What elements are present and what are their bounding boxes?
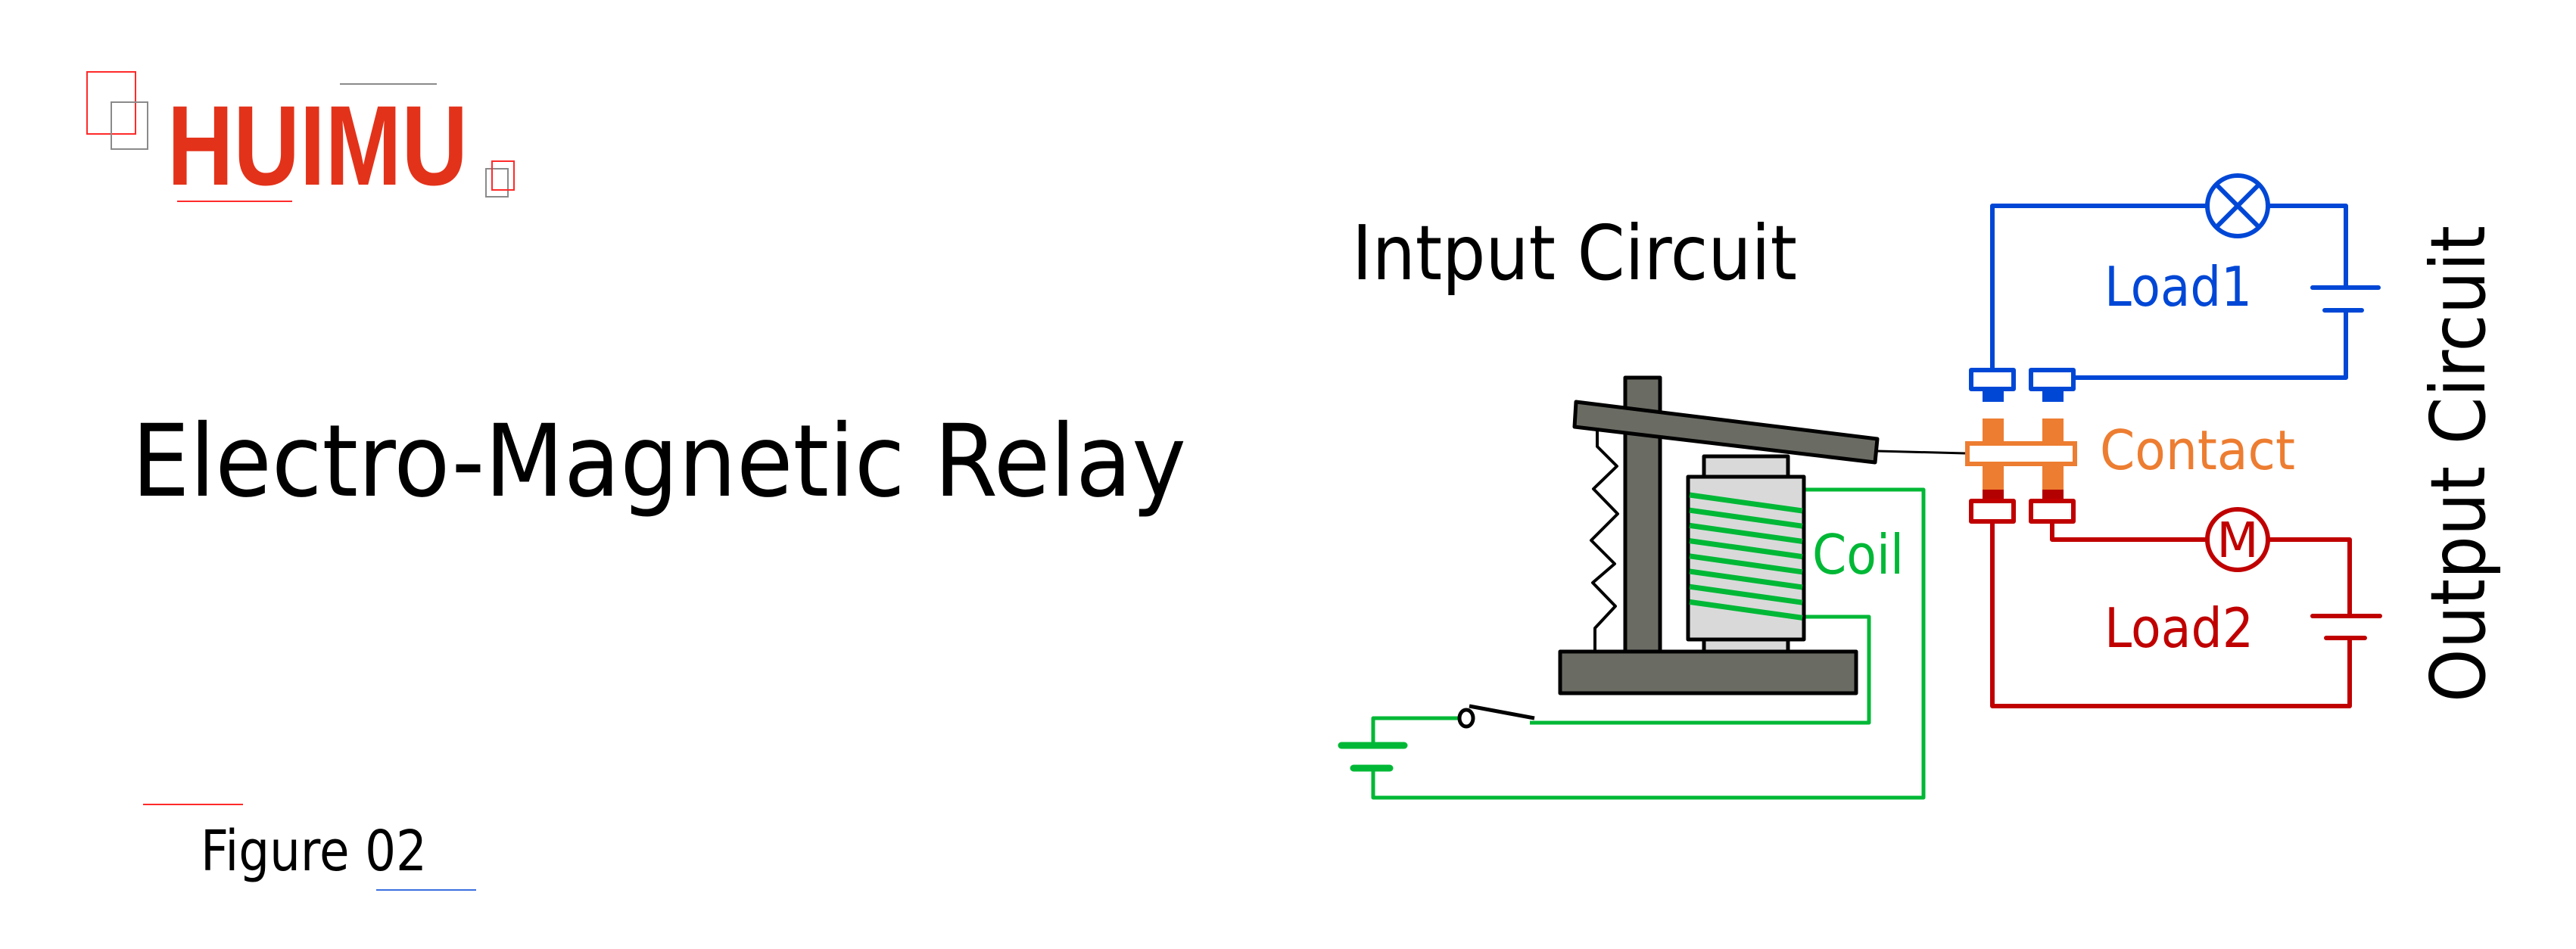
armature-link	[1877, 450, 1966, 455]
figure-label: Figure 02	[201, 819, 427, 884]
input-circuit	[1338, 487, 1926, 800]
motor-icon	[2205, 507, 2270, 572]
relay-base	[1558, 649, 1858, 695]
return-spring	[1590, 431, 1619, 652]
switch-pivot-icon	[1457, 708, 1475, 729]
load1-label: Load1	[2104, 255, 2252, 319]
output-circuit-label: Output Circuit	[2414, 226, 2503, 702]
load1-contact-right	[2029, 368, 2076, 391]
coil-windings	[1689, 492, 1803, 621]
load2-circuit	[1969, 499, 2382, 708]
coil-return-wire	[1371, 487, 1926, 800]
coil-winding	[1689, 553, 1803, 575]
huimu-logo: HUIMU	[86, 71, 515, 209]
contact-label: Contact	[2100, 418, 2295, 482]
load1-circuit	[1969, 173, 2381, 402]
input-circuit-label: Intput Circuit	[1352, 209, 1797, 297]
armature-arm	[1572, 400, 1880, 465]
page-title: Electro-Magnetic Relay	[132, 403, 1186, 520]
coil-winding	[1689, 522, 1803, 544]
load1-contact-left	[1969, 368, 2016, 391]
coil-winding	[1689, 507, 1803, 529]
switch-lever	[1469, 704, 1535, 720]
logo-text: HUIMU	[167, 82, 468, 209]
moving-contact	[1965, 418, 2077, 499]
load2-contact-left	[1969, 499, 2016, 524]
coil-label: Coil	[1812, 523, 1904, 587]
lamp-icon	[2205, 173, 2270, 238]
switch	[1457, 704, 1535, 729]
coil-winding	[1689, 538, 1803, 560]
load2-contact-right	[2029, 499, 2076, 524]
coil-winding	[1689, 583, 1803, 605]
core-top-cap	[1702, 454, 1790, 479]
coil-winding	[1689, 568, 1803, 590]
load2-label: Load2	[2104, 596, 2254, 660]
coil-winding	[1689, 599, 1803, 621]
motor-symbol: M	[2216, 513, 2258, 569]
switch-to-coil-wire	[1530, 615, 1871, 725]
coil-winding	[1689, 492, 1803, 514]
battery-to-switch-wire	[1371, 716, 1460, 745]
